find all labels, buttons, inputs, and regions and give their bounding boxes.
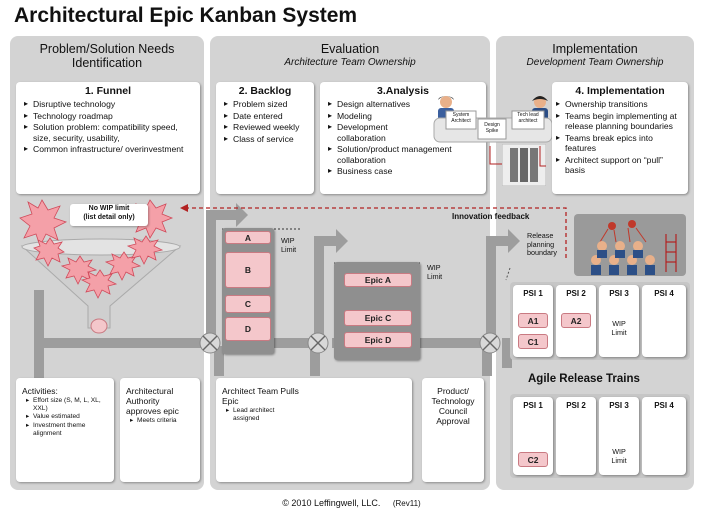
psi-card-a2[interactable]: A2 bbox=[561, 313, 591, 328]
backlog-card-c[interactable]: C bbox=[225, 295, 271, 313]
analysis-figure: System Architect Design Spike Tech lead … bbox=[432, 94, 554, 144]
page-title: Architectural Epic Kanban System bbox=[14, 4, 358, 27]
revision: (Rev11) bbox=[392, 499, 421, 508]
no-wip-sublabel: (list detail only) bbox=[83, 214, 135, 221]
list-item: Teams begin implementing at release plan… bbox=[556, 111, 684, 132]
psi-top-wip-limit: WIP Limit bbox=[611, 319, 627, 337]
column-evaluation-title: Evaluation Architecture Team Ownership bbox=[210, 42, 490, 70]
analysis-card-epic-a[interactable]: Epic A bbox=[344, 273, 412, 287]
list-item: Investment theme alignment bbox=[26, 422, 114, 438]
authority-title: Architectural Authority approves epic bbox=[126, 386, 179, 416]
design-spike-label: Design Spike bbox=[484, 122, 500, 134]
analysis-card-epic-d[interactable]: Epic D bbox=[344, 332, 412, 348]
psi-card-c2[interactable]: C2 bbox=[518, 452, 548, 467]
list-item: Development collaboration bbox=[328, 122, 428, 143]
list-item: Architect support on “pull” basis bbox=[556, 155, 684, 176]
psi-2-bottom: PSI 2 bbox=[556, 397, 596, 475]
agile-release-trains-title: Agile Release Trains bbox=[528, 373, 640, 385]
server-rack-icon bbox=[502, 144, 546, 186]
list-item: Solution/product management collaboratio… bbox=[328, 144, 478, 165]
activities-title: Activities: bbox=[22, 386, 58, 396]
list-item: Problem sized bbox=[224, 99, 310, 110]
council-approval-panel: Product/ Technology Council Approval bbox=[422, 378, 484, 482]
backlog-panel: 2. Backlog Problem sized Date entered Re… bbox=[216, 82, 314, 194]
column-evaluation-subtitle: Architecture Team Ownership bbox=[284, 57, 416, 68]
collaboration-icon bbox=[433, 96, 553, 143]
psi-bottom-wip-limit: WIP Limit bbox=[611, 447, 627, 465]
architect-pulls-title: Architect Team Pulls Epic bbox=[222, 386, 299, 406]
psi-4-bottom: PSI 4 bbox=[642, 397, 686, 475]
release-planning-boundary-label: Release planning boundary bbox=[527, 231, 557, 257]
teams-illustration bbox=[574, 214, 686, 276]
list-item: Design alternatives bbox=[328, 99, 428, 110]
psi-4-top: PSI 4 bbox=[642, 285, 686, 357]
backlog-card-a[interactable]: A bbox=[225, 231, 271, 244]
footer: © 2010 Leffingwell, LLC. (Rev11) bbox=[0, 498, 703, 508]
psi-card-a1[interactable]: A1 bbox=[518, 313, 548, 328]
list-item: Lead architect assigned bbox=[226, 407, 296, 423]
column-implementation-subtitle: Development Team Ownership bbox=[526, 57, 664, 68]
column-implementation-title: Implementation Development Team Ownershi… bbox=[496, 42, 694, 70]
backlog-panel-title: 2. Backlog bbox=[238, 85, 292, 97]
list-item: Class of service bbox=[224, 134, 310, 145]
list-item: Business case bbox=[328, 166, 428, 177]
list-item: Solution problem: compatibility speed, s… bbox=[24, 122, 196, 143]
list-item: Value estimated bbox=[26, 413, 114, 421]
list-item: Date entered bbox=[224, 111, 310, 122]
funnel-panel-title: 1. Funnel bbox=[84, 85, 132, 97]
authority-panel: Architectural Authority approves epic Me… bbox=[120, 378, 200, 482]
copyright: © 2010 Leffingwell, LLC. bbox=[282, 498, 381, 508]
list-item: Teams break epics into features bbox=[556, 133, 684, 154]
list-item: Technology roadmap bbox=[24, 111, 196, 122]
innovation-feedback-label: Innovation feedback bbox=[452, 212, 530, 221]
list-item: Ownership transitions bbox=[556, 99, 684, 110]
backlog-wip-limit: WIP Limit bbox=[281, 236, 297, 254]
council-approval-title: Product/ Technology Council Approval bbox=[431, 386, 475, 426]
psi-3-top: PSI 3 bbox=[599, 285, 639, 357]
list-item: Effort size (S, M, L, XL, XXL) bbox=[26, 397, 114, 413]
no-wip-label: No WIP limit (list detail only) bbox=[70, 204, 148, 226]
list-item: Common infrastructure/ overinvestment bbox=[24, 144, 196, 155]
column-problem-title: Problem/Solution Needs Identification bbox=[39, 42, 175, 70]
activities-panel: Activities: Effort size (S, M, L, XL, XX… bbox=[16, 378, 114, 482]
list-item: Meets criteria bbox=[130, 417, 200, 425]
backlog-card-b[interactable]: B bbox=[225, 252, 271, 288]
list-item: Reviewed weekly bbox=[224, 122, 310, 133]
analysis-panel-title: 3.Analysis bbox=[377, 85, 429, 97]
architect-pulls-panel: Architect Team Pulls Epic Lead architect… bbox=[216, 378, 412, 482]
backlog-card-d[interactable]: D bbox=[225, 317, 271, 341]
psi-card-c1[interactable]: C1 bbox=[518, 334, 548, 349]
tech-lead-architect-label: Tech lead architect bbox=[517, 112, 539, 124]
list-item: Modeling bbox=[328, 111, 428, 122]
funnel-panel: 1. Funnel Disruptive technology Technolo… bbox=[16, 82, 200, 194]
list-item: Disruptive technology bbox=[24, 99, 196, 110]
implementation-panel-content: 4. Implementation Ownership transitions … bbox=[552, 82, 688, 177]
analysis-card-epic-c[interactable]: Epic C bbox=[344, 310, 412, 326]
psi-3-bottom: PSI 3 bbox=[599, 397, 639, 475]
team-people-icon bbox=[591, 220, 677, 275]
implementation-panel-title: 4. Implementation bbox=[575, 85, 665, 97]
system-architect-label: System Architect bbox=[451, 112, 471, 124]
analysis-wip-limit: WIP Limit bbox=[427, 263, 443, 281]
